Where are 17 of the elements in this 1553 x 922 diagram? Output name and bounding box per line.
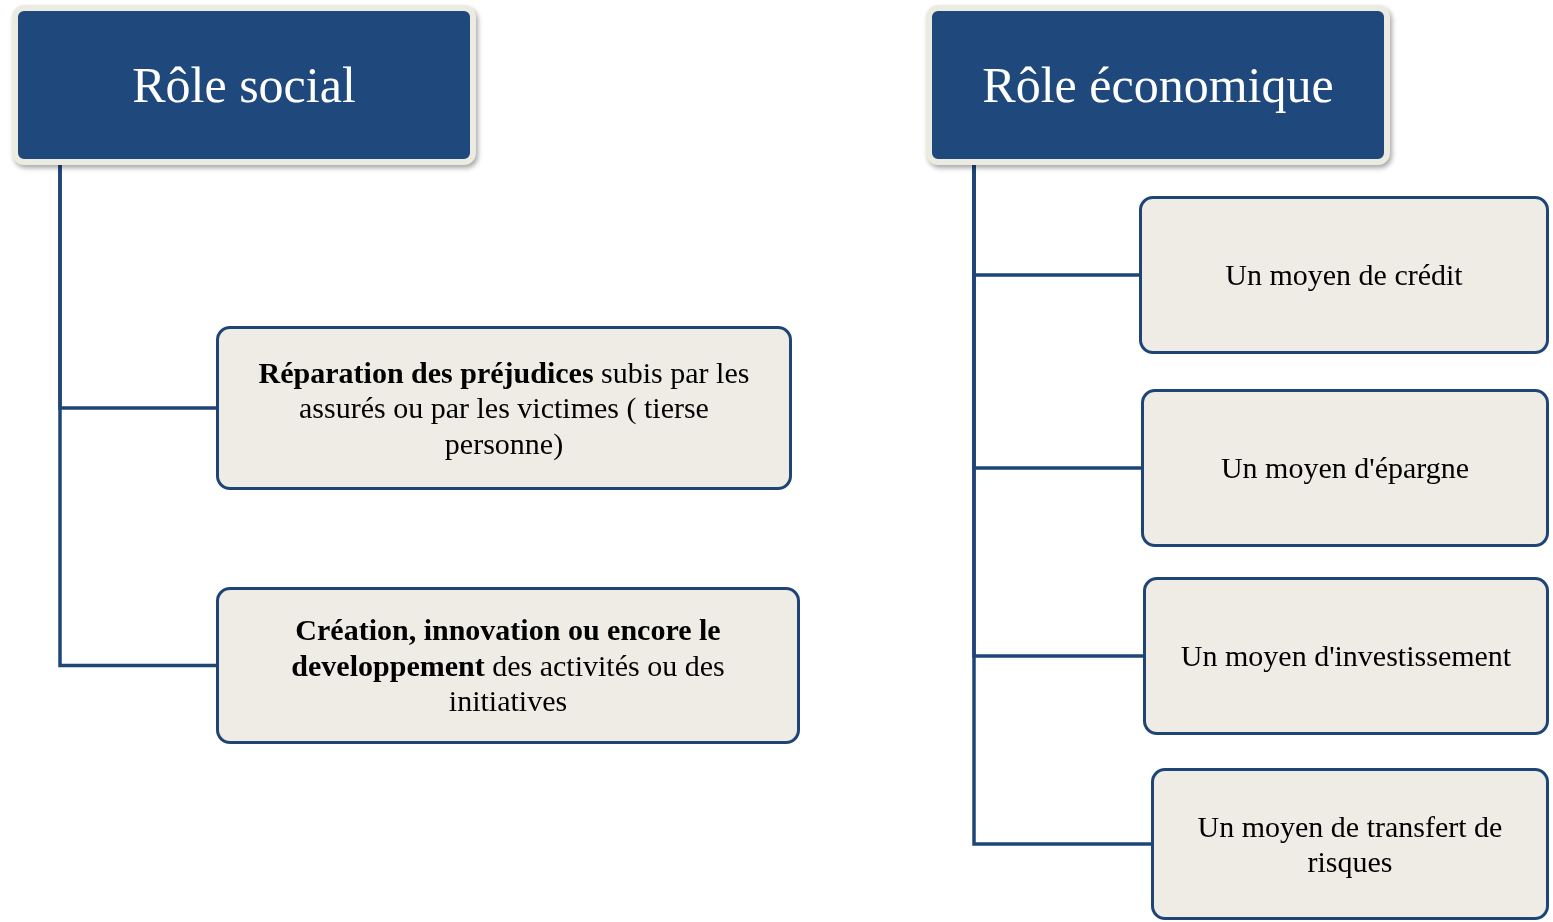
content-box [216,587,800,744]
box-text: Création, innovation ou encore le developpement des activités ou des initiatives [290,612,726,719]
content-box [1139,196,1549,354]
title-text: Rôle économique [982,56,1334,114]
content-box [1141,389,1549,547]
content-box [1151,768,1549,920]
box-text: Un moyen de crédit [1225,257,1463,293]
title-box [926,5,1390,165]
box-text: Réparation des préjudices subis par les assurés ou par les victimes ( tierse personne) [257,354,751,462]
box-text: Un moyen d'investissement [1180,638,1512,674]
content-box [1143,577,1549,735]
content-box [216,326,792,490]
box-text: Un moyen d'épargne [1220,450,1470,486]
title-box [12,5,476,165]
box-text: Un moyen de transfert de risques [1196,808,1504,880]
connector-line [58,165,216,668]
title-text: Rôle social [132,56,356,114]
